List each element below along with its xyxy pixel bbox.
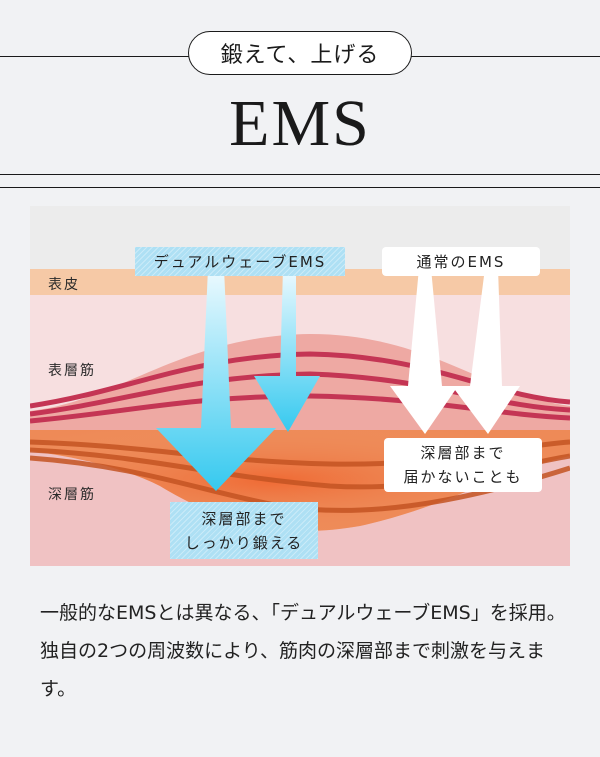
dual-wave-result-line-1: 深層部まで: [201, 509, 287, 528]
description-text: 一般的なEMSとは異なる、「デュアルウェーブEMS」を採用。独自の2つの周波数に…: [40, 602, 566, 700]
dual-wave-arrow-short-icon: [254, 268, 320, 432]
normal-result-box: 深層部まで 届かないことも: [384, 438, 542, 492]
normal-ems-label: 通常のEMS: [382, 247, 540, 276]
tagline-text: 鍛えて、上げる: [220, 43, 380, 68]
label-deep-muscle: 深層筋: [48, 487, 96, 503]
normal-result-line-2: 届かないことも: [403, 468, 523, 486]
dual-wave-result-line-2: しっかり鍛える: [184, 533, 304, 552]
label-superficial-muscle: 表層筋: [48, 363, 96, 379]
ems-diagram: 表皮 表層筋 深層筋 デュアルウェーブEMS 通常のEMS 深層部まで しっかり…: [30, 206, 570, 566]
dual-wave-ems-label: デュアルウェーブEMS: [135, 247, 345, 276]
label-epidermis: 表皮: [48, 277, 80, 293]
normal-result-line-1: 深層部まで: [420, 444, 506, 462]
header-divider-1: [0, 174, 600, 175]
dual-wave-arrow-long-icon: [156, 268, 276, 491]
header-divider-2: [0, 187, 600, 188]
normal-ems-arrow-icon: [452, 268, 520, 434]
normal-ems-arrow-icon: [390, 268, 458, 434]
dual-wave-result-box: 深層部まで しっかり鍛える: [170, 502, 318, 559]
page-title: EMS: [229, 87, 371, 160]
tagline-badge: 鍛えて、上げる: [188, 31, 412, 75]
